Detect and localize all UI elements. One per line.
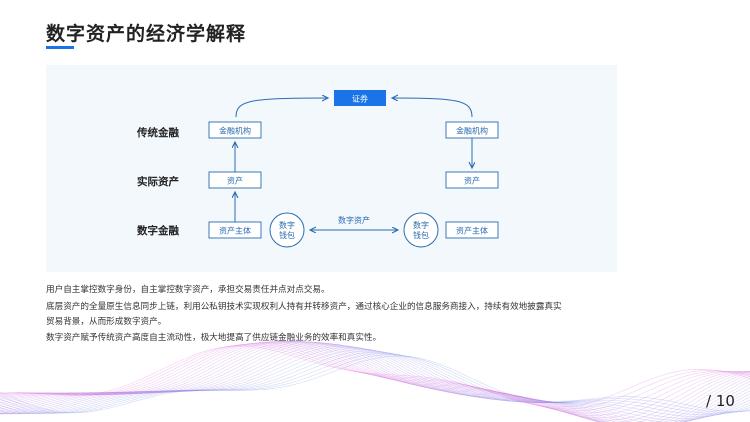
- subject-left-node: [208, 221, 262, 239]
- decorative-wave-lines: [0, 340, 750, 422]
- wallet-left-label-1: 数字: [279, 220, 295, 230]
- securities-node: [334, 90, 386, 106]
- wave-line: [0, 346, 750, 422]
- wave-line: [0, 343, 750, 422]
- wave-line: [0, 340, 750, 422]
- paragraph-3: 数字资产赋予传统资产高度自主流动性，极大地提高了供应链金融业务的效率和真实性。: [46, 333, 382, 343]
- asset-right-label: 资产: [464, 176, 480, 186]
- wave-line: [0, 345, 750, 408]
- subject-left-label: 资产主体: [219, 226, 251, 236]
- inst-right-label: 金融机构: [456, 126, 488, 136]
- wave-line: [0, 340, 750, 422]
- arrow-inst-left-to-securities: [235, 98, 328, 118]
- wave-line: [0, 349, 750, 419]
- wave-line: [0, 341, 750, 422]
- wave-line: [0, 342, 750, 422]
- paragraph-1: 用户自主掌控数字身份，自主掌控数字资产，承担交易责任并点对点交易。: [46, 285, 330, 295]
- arrow-inst-right-to-securities: [392, 98, 473, 118]
- wave-line: [0, 341, 750, 422]
- wave-line: [0, 355, 750, 414]
- subject-right-node: [445, 221, 499, 239]
- wallet-right-label-2: 钱包: [413, 230, 429, 240]
- flow-diagram: 传统金融 实际资产 数字金融 证券 金融机构 金融机构 资产 资产 资产主体 资…: [136, 90, 499, 248]
- title-underline: [46, 46, 74, 49]
- page-title: 数字资产的经济学解释: [46, 23, 247, 45]
- wave-line: [0, 345, 750, 422]
- wave-line: [0, 344, 750, 410]
- wallet-left-label-2: 钱包: [279, 230, 295, 240]
- diagram-panel: [46, 65, 617, 272]
- wave-line: [0, 350, 750, 417]
- inst-left-node: [208, 121, 262, 139]
- securities-label: 证券: [352, 94, 368, 104]
- row-label-actual: 实际资产: [137, 175, 179, 188]
- paragraph-2a: 底层资产的全量原生信息同步上链，利用公私钥技术实现权利人持有并转移资产，通过核心…: [46, 302, 562, 312]
- wallet-right-label-1: 数字: [413, 220, 429, 230]
- wave-line: [0, 344, 750, 422]
- wave-line: [0, 341, 750, 421]
- wave-line: [0, 354, 750, 414]
- page-number: / 10: [706, 392, 735, 410]
- wave-line: [0, 340, 750, 422]
- inst-left-label: 金融机构: [219, 126, 251, 136]
- asset-right-node: [445, 171, 499, 189]
- wave-line: [0, 341, 750, 419]
- wave-line: [0, 342, 750, 414]
- row-label-digital: 数字金融: [136, 224, 179, 237]
- wave-line: [0, 348, 750, 421]
- wallet-right-node: [403, 212, 439, 248]
- paragraph-2b: 贸易背景，从而形成数字资产。: [46, 317, 167, 327]
- wave-line: [0, 353, 750, 414]
- edge-label-digital-asset: 数字资产: [338, 215, 370, 225]
- asset-left-label: 资产: [227, 176, 243, 186]
- wallet-left-node: [269, 212, 305, 248]
- wave-line: [0, 343, 750, 412]
- wave-line: [0, 343, 750, 422]
- row-label-traditional: 传统金融: [136, 126, 179, 139]
- subject-right-label: 资产主体: [456, 226, 488, 236]
- wave-line: [0, 341, 750, 422]
- wave-line: [0, 342, 750, 416]
- wave-line: [0, 351, 750, 416]
